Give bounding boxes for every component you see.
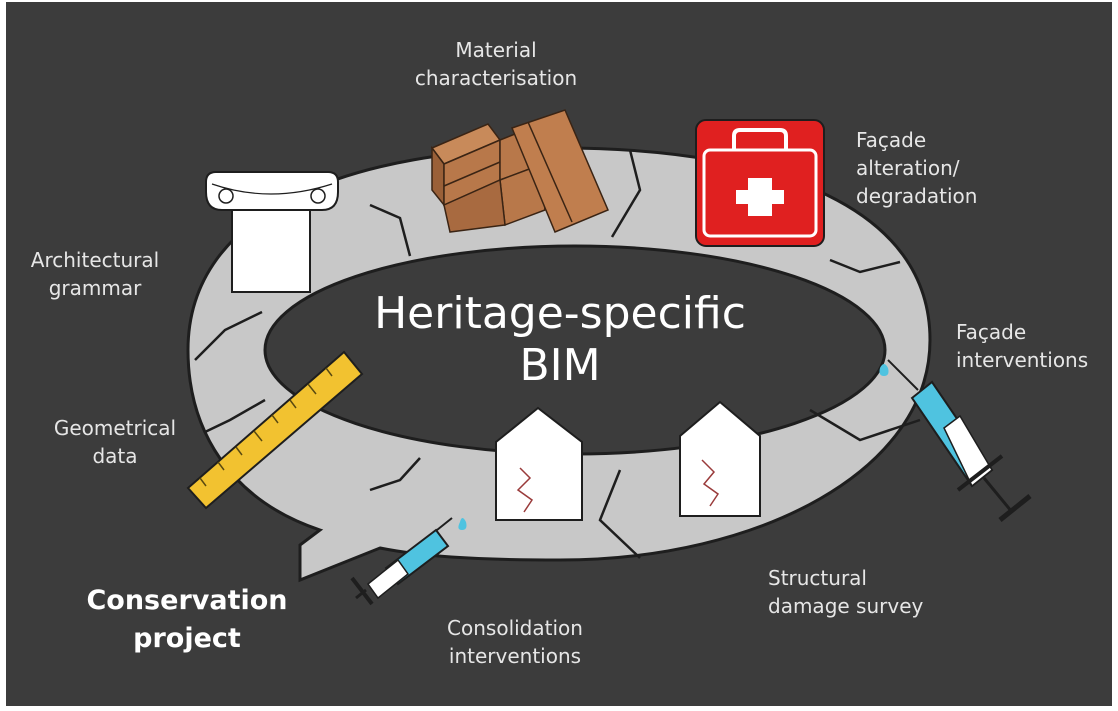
ruler-icon	[186, 350, 364, 510]
bricks-icon	[430, 109, 609, 233]
label-material-characterisation: Material characterisation	[414, 38, 578, 90]
label-architectural-grammar: Architectural grammar	[30, 248, 160, 300]
label-facade-alteration: Façade alteration/ degradation	[856, 128, 978, 208]
label-conservation-project: Conservation project	[86, 585, 288, 654]
syringe-icon	[350, 517, 467, 606]
center-title: Heritage-specific BIM	[374, 288, 746, 391]
syringe-icon	[879, 359, 1032, 522]
label-facade-interventions: Façade interventions	[956, 320, 1089, 372]
label-geometrical-data: Geometrical data	[53, 416, 177, 468]
cracked-building-icon	[495, 406, 583, 521]
ionic-column-icon	[205, 171, 339, 293]
label-structural-damage-survey: Structural damage survey	[768, 566, 924, 618]
cracked-building-icon	[679, 400, 761, 517]
label-consolidation-interventions: Consolidation interventions	[447, 616, 583, 668]
first-aid-kit-icon	[695, 119, 825, 247]
